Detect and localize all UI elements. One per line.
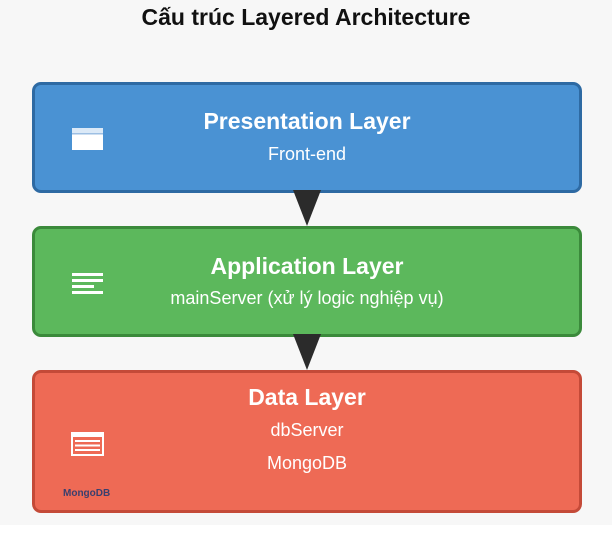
diagram-canvas: Cấu trúc Layered Architecture Presentati… (32, 4, 582, 513)
arrow-down-icon (293, 334, 321, 370)
layer-subtitle-secondary: MongoDB (266, 453, 348, 473)
arrow-down-icon (293, 190, 321, 226)
window-icon (72, 128, 103, 150)
presentation-layer-box: Presentation Layer Front-end (32, 82, 582, 193)
layer-name: Presentation Layer (203, 108, 411, 134)
diagram-title: Cấu trúc Layered Architecture (141, 4, 471, 30)
data-layer-box: Data Layer dbServer MongoDB MongoDB (32, 370, 582, 513)
document-lines-icon (72, 273, 103, 294)
layer-name: Data Layer (248, 384, 366, 410)
layer-subtitle: dbServer (270, 420, 344, 440)
application-layer-box: Application Layer mainServer (xử lý logi… (32, 226, 582, 337)
mongodb-logo: MongoDB (63, 488, 111, 499)
database-table-icon (71, 432, 104, 456)
layer-subtitle: Front-end (267, 144, 347, 164)
layer-name: Application Layer (210, 253, 404, 279)
layer-subtitle: mainServer (xử lý logic nghiệp vụ) (170, 288, 444, 308)
